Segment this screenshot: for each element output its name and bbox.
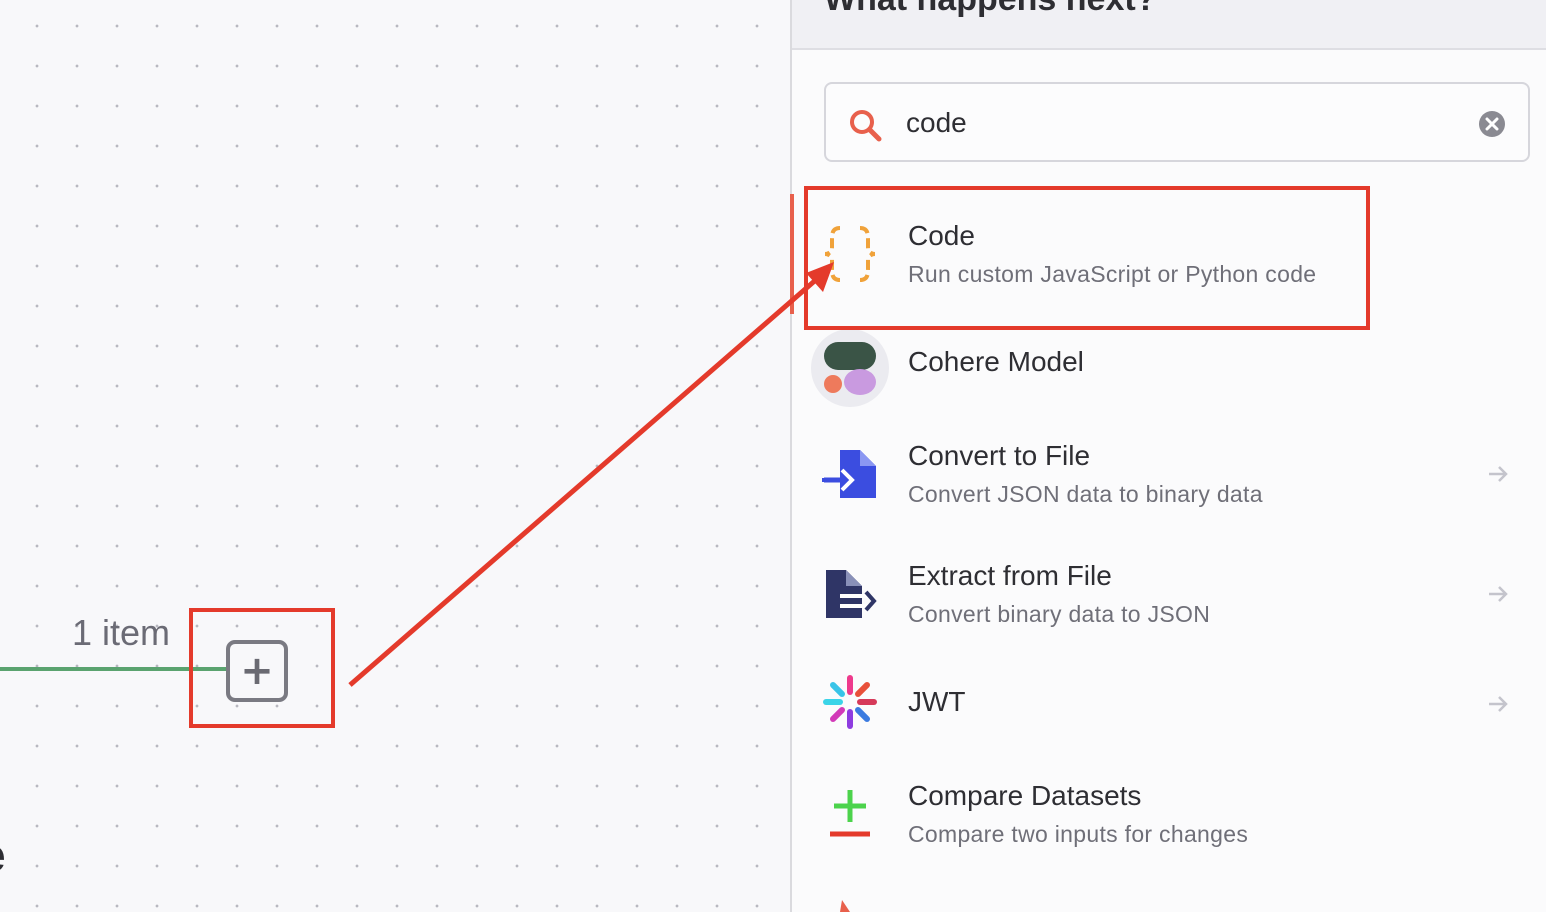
cohere-icon	[810, 328, 890, 408]
node-name: Extract from File	[908, 560, 1112, 591]
panel-title: What happens next?	[824, 0, 1156, 19]
item-count-label: 1 item	[72, 612, 171, 653]
highlight-box-add-button	[189, 608, 335, 728]
chevron-right-icon	[1489, 696, 1508, 712]
highlight-box-code-node	[804, 186, 1370, 330]
node-name: Compare Datasets	[908, 780, 1142, 811]
search-input[interactable]	[906, 100, 1466, 146]
node-description: Compare two inputs for changes	[908, 821, 1249, 847]
partial-node-icon	[840, 900, 850, 912]
convert-to-file-icon	[810, 434, 890, 514]
chevron-right-icon	[1489, 586, 1508, 602]
search-icon	[850, 110, 882, 142]
workflow-canvas[interactable]: 1 item + e	[0, 0, 790, 912]
node-item-jwt[interactable]: JWT	[792, 662, 1546, 742]
node-item-code[interactable]: Code Run custom JavaScript or Python cod…	[792, 194, 1546, 314]
search-box[interactable]	[824, 82, 1530, 162]
compare-datasets-icon	[810, 774, 890, 854]
plus-icon: +	[240, 648, 274, 694]
node-description: Convert JSON data to binary data	[908, 481, 1263, 507]
extract-from-file-icon	[810, 554, 890, 634]
node-name: Cohere Model	[908, 346, 1084, 377]
node-item-compare-datasets[interactable]: Compare Datasets Compare two inputs for …	[792, 770, 1546, 870]
node-item-extract-from-file[interactable]: Extract from File Convert binary data to…	[792, 550, 1546, 650]
node-item-cohere-model[interactable]: Cohere Model	[792, 324, 1546, 410]
node-description: Run custom JavaScript or Python code	[908, 261, 1317, 287]
node-creator-panel: What happens next? Code Run custom JavaS…	[790, 0, 1546, 912]
chevron-right-icon	[1489, 466, 1508, 482]
active-item-indicator	[790, 194, 794, 314]
panel-header: What happens next?	[792, 0, 1546, 50]
code-braces-icon	[810, 214, 890, 294]
node-description: Convert binary data to JSON	[908, 601, 1211, 627]
node-label-partial: e	[0, 828, 6, 882]
node-name: Convert to File	[908, 440, 1091, 471]
node-item-convert-to-file[interactable]: Convert to File Convert JSON data to bin…	[792, 430, 1546, 530]
add-node-button[interactable]: +	[226, 640, 288, 702]
connection-line	[0, 667, 226, 671]
node-name: Code	[908, 220, 975, 251]
node-name: JWT	[908, 686, 966, 717]
node-item-partial[interactable]	[792, 894, 1546, 912]
jwt-icon	[810, 662, 890, 742]
clear-icon[interactable]	[1478, 110, 1506, 138]
